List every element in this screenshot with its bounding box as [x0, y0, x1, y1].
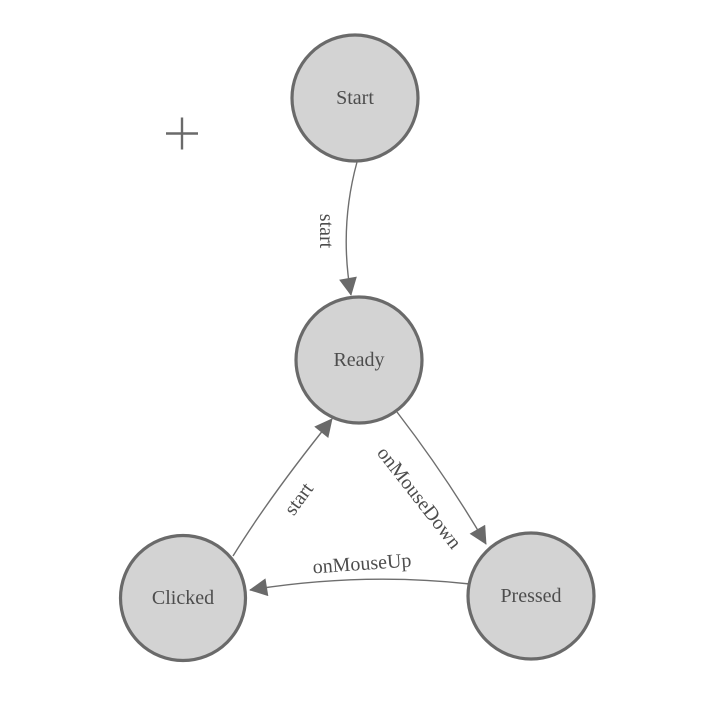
node-ready[interactable]: Ready: [294, 295, 424, 425]
node-clicked[interactable]: Clicked: [118, 533, 248, 663]
node-clicked-label: Clicked: [152, 587, 214, 609]
edge-pressed-to-clicked[interactable]: onMouseUp: [249, 550, 471, 597]
node-start-circle[interactable]: [290, 33, 420, 163]
edge-label-start: start: [315, 214, 337, 249]
node-clicked-circle[interactable]: [118, 533, 248, 663]
edge-line-pressed-to-clicked[interactable]: [249, 578, 471, 597]
node-start-label: Start: [336, 87, 374, 109]
node-ready-circle[interactable]: [294, 295, 424, 425]
edge-label-start-2: start: [280, 478, 318, 519]
crosshair-plus-icon: [166, 117, 198, 150]
node-pressed-circle[interactable]: [466, 531, 596, 661]
edge-line-start-to-ready[interactable]: [339, 161, 358, 296]
edge-clicked-to-ready[interactable]: start: [232, 418, 333, 557]
node-pressed[interactable]: Pressed: [466, 531, 596, 661]
edge-line-ready-to-pressed[interactable]: [396, 411, 487, 545]
edge-line-clicked-to-ready[interactable]: [232, 418, 333, 557]
node-pressed-label: Pressed: [500, 585, 561, 607]
node-start[interactable]: Start: [290, 33, 420, 163]
edge-start-to-ready[interactable]: start: [315, 161, 358, 296]
edge-ready-to-pressed[interactable]: onMouseDown: [372, 411, 487, 554]
edge-label-onmouseup: onMouseUp: [312, 550, 412, 579]
edge-label-onmousedown: onMouseDown: [372, 443, 465, 554]
node-ready-label: Ready: [333, 349, 384, 371]
